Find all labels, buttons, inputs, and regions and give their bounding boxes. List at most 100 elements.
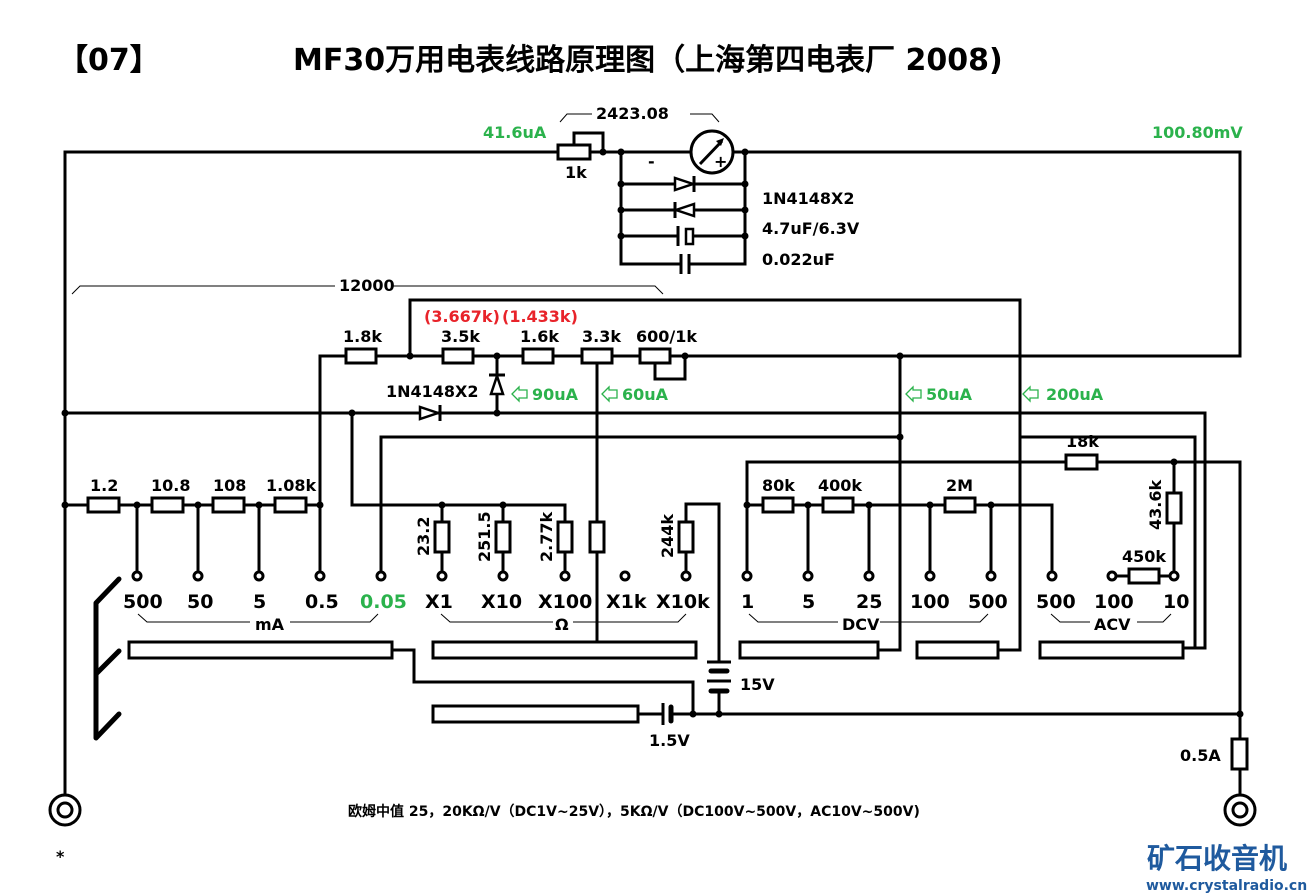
fuse-icon (1230, 737, 1249, 771)
r-18k-label: 18k (1066, 432, 1099, 451)
r-23.2-label: 23.2 (414, 517, 433, 556)
switch-contact-ac10v[interactable] (1168, 570, 1180, 582)
figure-index: 【07】 (58, 43, 160, 78)
protection-diodes-label: 1N4148X2 (386, 382, 479, 401)
current-arrow-50ua: 50uA (905, 385, 973, 404)
range-x10: X10 (481, 591, 522, 613)
meter-plus: + (714, 152, 727, 171)
switch-bars (93, 576, 1185, 741)
resistor-18k (1064, 453, 1099, 471)
switch-contact-50ma[interactable] (192, 570, 204, 582)
shunt-section: 12000 1.8k 3.5k (3.667k) 1.6k (1.433k) 3… (61, 150, 1207, 802)
group-label-ma: mA (255, 615, 285, 634)
r-2m-label: 2M (946, 476, 973, 495)
svg-text:90uA: 90uA (532, 385, 579, 404)
r-1.6k-label: 1.6k (520, 327, 559, 346)
r-1.2-label: 1.2 (90, 476, 118, 495)
switch-contact-0.05ma[interactable] (375, 570, 387, 582)
switch-contact-x1k[interactable] (619, 570, 631, 582)
switch-contact-x100[interactable] (559, 570, 571, 582)
range-100v: 100 (910, 591, 950, 613)
range-5v: 5 (802, 591, 815, 613)
meter-resistance-label: 2423.08 (596, 104, 669, 123)
meter-minus: - (648, 152, 655, 171)
group-label-ohm: Ω (555, 615, 569, 634)
common-terminal-mark: * (56, 847, 65, 866)
resistor-1.08k (273, 496, 308, 514)
resistor-43.6k (1165, 491, 1183, 525)
range-0.05ma: 0.05 (360, 591, 407, 613)
switch-contact-x1[interactable] (436, 570, 448, 582)
resistor-244k (677, 520, 695, 554)
diode-icon (672, 202, 696, 218)
rotary-switch-icon[interactable] (93, 576, 122, 741)
switch-contact-ac500v[interactable] (1046, 570, 1058, 582)
ohm-section: 23.2 251.5 2.77k 244k X1 X10 X100 X1k X1… (350, 411, 721, 664)
diode-icon (489, 372, 505, 396)
r-3.3k-label: 3.3k (582, 327, 621, 346)
r-3.5k-label: 3.5k (441, 327, 480, 346)
meter-diodes-label: 1N4148X2 (762, 189, 855, 208)
r-400k-label: 400k (818, 476, 862, 495)
switch-wiper-ohm[interactable] (431, 640, 698, 660)
pot-label: 1k (565, 163, 587, 182)
pot-600-1k (638, 347, 672, 365)
watermark-url: www.crystalradio.cn (1146, 878, 1307, 894)
switch-contact-0.5ma[interactable] (314, 570, 326, 582)
r-450k-label: 450k (1122, 547, 1166, 566)
range-25v: 25 (856, 591, 882, 613)
range-x1k: X1k (606, 591, 647, 613)
range-x1: X1 (425, 591, 453, 613)
switch-wiper-dcv-low[interactable] (738, 640, 880, 660)
pot-1k (556, 143, 592, 161)
range-5ma: 5 (253, 591, 266, 613)
r-600-1k-label: 600/1k (636, 327, 697, 346)
page-title: MF30万用电表线路原理图（上海第四电表厂 2008) (293, 43, 1003, 78)
switch-contact-500v[interactable] (985, 570, 997, 582)
resistor-108 (211, 496, 246, 514)
r-1.08k-label: 1.08k (266, 476, 316, 495)
range-0.5ma: 0.5 (305, 591, 339, 613)
cap-ceramic-label: 0.022uF (762, 250, 835, 269)
switch-contact-x10[interactable] (497, 570, 509, 582)
r-80k-label: 80k (762, 476, 795, 495)
diode-icon (673, 176, 697, 192)
resistor-3.5k (441, 347, 475, 365)
switch-wiper-acv[interactable] (1038, 640, 1185, 660)
resistor-2.77k (556, 520, 574, 554)
switch-contact-100v[interactable] (924, 570, 936, 582)
resistor-23.2 (433, 520, 451, 554)
switch-contact-500ma[interactable] (131, 570, 143, 582)
cap-electrolytic-label: 4.7uF/6.3V (762, 219, 860, 238)
switch-contact-25v[interactable] (863, 570, 875, 582)
dcv-section: 80k 400k 2M 1 5 25 100 500 DCV (741, 460, 1242, 634)
wire (572, 131, 605, 154)
resistor-2m (943, 496, 977, 514)
fuse-label: 0.5A (1180, 746, 1221, 765)
switch-contact-x10k[interactable] (680, 570, 692, 582)
wire (678, 150, 1242, 358)
switch-contact-1v[interactable] (741, 570, 753, 582)
meter-voltage-label: 100.80mV (1152, 123, 1243, 142)
range-x10k: X10k (656, 591, 710, 613)
switch-contact-5ma[interactable] (253, 570, 265, 582)
group-label-acv: ACV (1094, 615, 1131, 634)
switch-wiper-ma[interactable] (127, 640, 394, 660)
switch-wiper-dcv-high[interactable] (915, 640, 1000, 660)
resistor-400k (821, 496, 855, 514)
resistor-1.8k (344, 347, 378, 365)
resistor-450k (1127, 567, 1161, 585)
battery-1.5v-label: 1.5V (649, 731, 690, 750)
current-arrow-90ua: 90uA (511, 385, 579, 404)
range-1v: 1 (741, 591, 754, 613)
resistor-10.8 (150, 496, 185, 514)
switch-wiper-battery[interactable] (431, 704, 640, 724)
acv-section: 18k 43.6k 450k 500 100 10 ACV (1018, 432, 1242, 802)
resistor-1.2 (86, 496, 121, 514)
switch-contact-ac100v[interactable] (1106, 570, 1118, 582)
watermark-name: 矿石收音机 (1147, 842, 1287, 875)
range-ac500v: 500 (1036, 591, 1076, 613)
r-2.77k-label: 2.77k (537, 512, 556, 562)
switch-contact-5v[interactable] (802, 570, 814, 582)
